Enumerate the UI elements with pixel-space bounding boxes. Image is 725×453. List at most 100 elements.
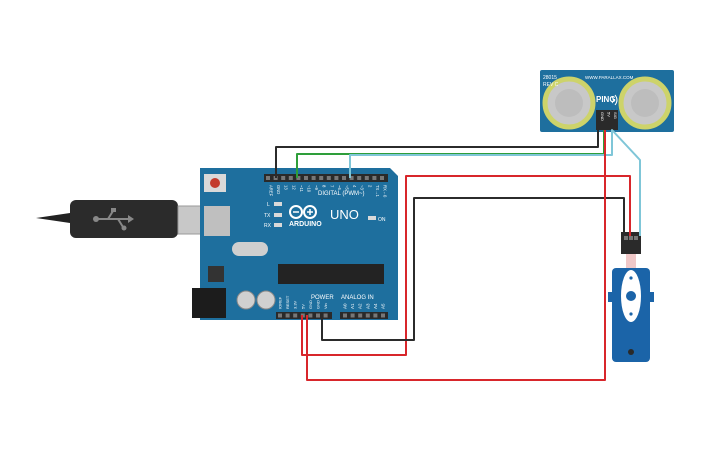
digital-pin-hole[interactable]: [349, 176, 354, 180]
arduino-logo-icon: [289, 205, 317, 219]
servo-pin-hole-1: [624, 236, 628, 240]
digital-pin-label: 2: [367, 185, 372, 188]
dc-power-jack: [192, 288, 226, 318]
digital-pin-label: 4: [352, 185, 357, 188]
led-tx-label: TX: [264, 213, 271, 219]
servo-cable: [626, 254, 636, 270]
digital-pin-label: 13: [284, 185, 289, 190]
crystal-oscillator: [232, 242, 268, 256]
ping-wave-icon: [611, 94, 618, 106]
digital-pin-hole[interactable]: [357, 176, 362, 180]
atmega-chip: [278, 264, 384, 284]
analog-pin-label: A0: [343, 303, 348, 309]
digital-pin-hole[interactable]: [288, 176, 293, 180]
analog-pin-label: A5: [381, 303, 386, 309]
digital-pin-hole[interactable]: [372, 176, 377, 180]
analog-pin-label: A3: [365, 303, 370, 309]
usb-port: [204, 206, 230, 236]
sensor-part-number: 28015: [543, 75, 557, 81]
power-pin-hole[interactable]: [285, 313, 290, 318]
digital-pin-hole[interactable]: [281, 176, 286, 180]
analog-pin-hole[interactable]: [350, 313, 355, 318]
voltage-regulator: [208, 266, 224, 282]
transducer-right-center: [631, 89, 659, 117]
digital-pin-hole[interactable]: [364, 176, 369, 180]
digital-pin-label: ~5: [345, 185, 350, 190]
led-rx-label: RX: [264, 223, 272, 229]
power-pin-hole[interactable]: [308, 313, 313, 318]
analog-pin-hole[interactable]: [373, 313, 378, 318]
sensor-pin-label: SIG: [613, 112, 618, 119]
power-pin-label: GND: [308, 300, 313, 309]
digital-pin-hole[interactable]: [296, 176, 301, 180]
usb-symbol-icon: [93, 208, 134, 231]
led-l: [274, 202, 282, 206]
wire-servo-signal[interactable]: [349, 129, 641, 236]
analog-pin-label: A2: [358, 303, 363, 309]
servo-pin-hole-3: [634, 236, 638, 240]
analog-pin-label: A1: [350, 303, 355, 309]
power-label: POWER: [311, 295, 334, 301]
digital-pin-hole[interactable]: [319, 176, 324, 180]
wire-servo-gnd[interactable]: [321, 197, 625, 341]
reset-button-cap[interactable]: [210, 178, 220, 188]
wire-servo-power[interactable]: [301, 175, 631, 356]
power-pin-hole[interactable]: [323, 313, 328, 318]
servo-pin-hole-2: [629, 236, 633, 240]
power-pin-label: 3.3V: [293, 300, 298, 309]
capacitor-1: [236, 290, 256, 310]
digital-pin-hole[interactable]: [266, 176, 270, 180]
digital-pin-label: ~11: [299, 185, 304, 192]
power-pin-label: 5V: [300, 304, 305, 309]
digital-pin-hole[interactable]: [342, 176, 346, 180]
led-on-label: ON: [378, 217, 386, 223]
digital-pin-hole[interactable]: [304, 176, 308, 180]
sensor-revision: REV C: [543, 82, 559, 88]
servo-shaft: [626, 291, 636, 301]
digital-pin-hole[interactable]: [326, 176, 331, 180]
led-on: [368, 216, 376, 220]
power-pin-hole[interactable]: [293, 313, 298, 318]
digital-pin-hole[interactable]: [334, 176, 339, 180]
digital-pin-label: ~6: [337, 185, 342, 190]
analog-pin-hole[interactable]: [343, 313, 347, 318]
power-pin-hole[interactable]: [278, 313, 282, 318]
power-pin-label: IOREF: [278, 296, 283, 309]
sensor-site: WWW.PARALLAX.COM: [585, 75, 634, 80]
usb-strain-relief: [36, 213, 70, 223]
analog-header: [340, 312, 388, 319]
digital-label: DIGITAL (PWM~): [318, 191, 365, 197]
led-l-label: L: [267, 202, 270, 208]
wire-sensor-power[interactable]: [306, 130, 606, 381]
analog-pin-hole[interactable]: [365, 313, 370, 318]
sensor-pin-label: 5V: [607, 112, 612, 117]
digital-pin-hole[interactable]: [311, 176, 316, 180]
analog-pin-hole[interactable]: [381, 313, 385, 318]
servo-screw: [628, 349, 634, 355]
usb-cable: [36, 200, 207, 238]
digital-header: [264, 174, 388, 182]
wire-sensor-gnd[interactable]: [275, 130, 599, 178]
analog-pin-label: A4: [373, 303, 378, 309]
led-tx: [274, 213, 282, 217]
led-rx: [274, 223, 282, 227]
sensor-pin-header: [596, 110, 618, 130]
digital-pin-label: RX←0: [383, 185, 388, 198]
power-pin-label: Vin: [323, 303, 328, 309]
wires: [275, 129, 641, 381]
sensor-name: PING: [596, 95, 616, 104]
digital-pin-hole[interactable]: [380, 176, 384, 180]
digital-pin-label: ~9: [314, 185, 319, 190]
model-name: UNO: [330, 207, 359, 222]
power-pin-hole[interactable]: [316, 313, 320, 318]
digital-pin-label: ~10: [307, 185, 312, 193]
digital-pin-label: 12: [291, 185, 296, 190]
analog-pin-hole[interactable]: [358, 313, 363, 318]
digital-pin-label: ~3: [360, 185, 365, 190]
servo-motor: [608, 232, 654, 362]
transducer-left-center: [555, 89, 583, 117]
sensor-pin-label: GND: [600, 112, 605, 121]
